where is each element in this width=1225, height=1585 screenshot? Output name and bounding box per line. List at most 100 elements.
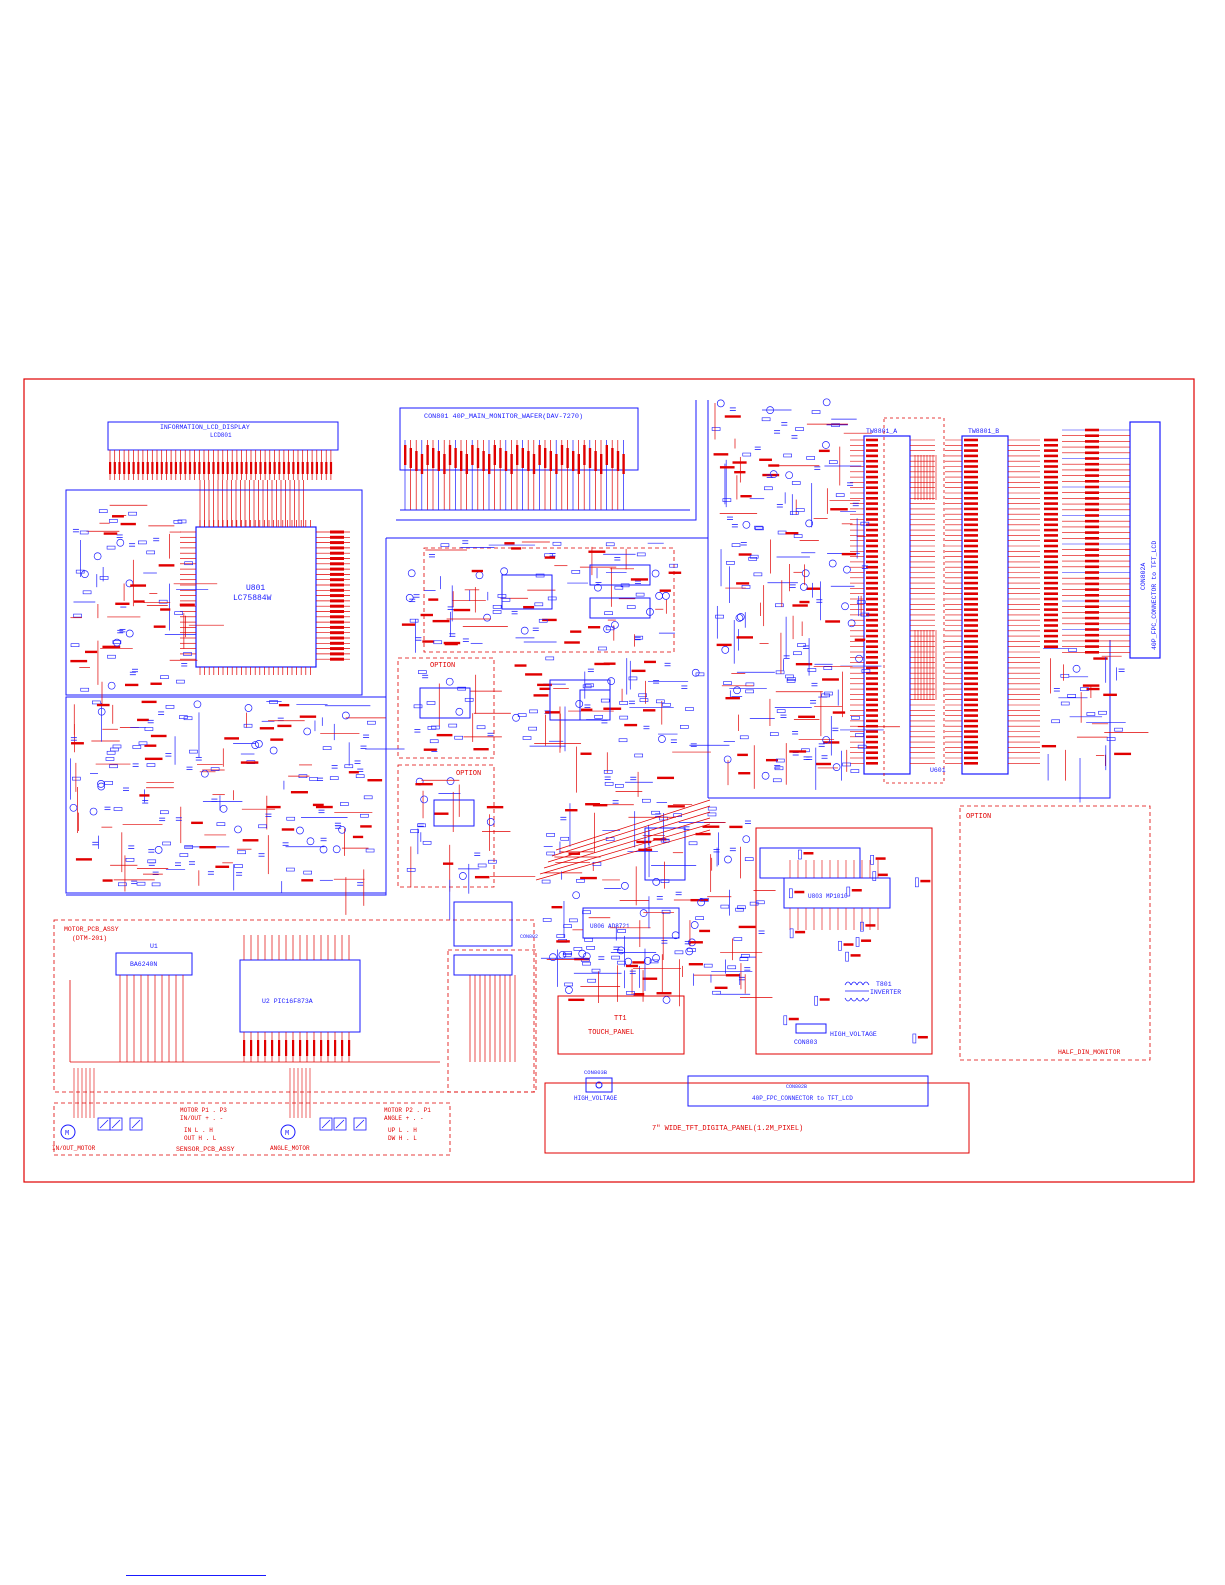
- ref-designator: [556, 940, 570, 943]
- tw-a-pin-label: [866, 512, 878, 516]
- resistor: [649, 959, 659, 964]
- resistor-array: [1044, 465, 1058, 468]
- u801-pin-label: [330, 535, 344, 539]
- resistor: [210, 767, 220, 771]
- resistor-array: [1044, 454, 1058, 458]
- con802a-pin-label: [1085, 565, 1099, 569]
- con802a-pin-label: [1085, 548, 1099, 551]
- tw-a-pin-label: [866, 661, 878, 664]
- con801-pin-label: [611, 448, 614, 468]
- resistor: [409, 618, 419, 623]
- inverter-component: [783, 1015, 788, 1026]
- con801-pin-label: [616, 451, 620, 471]
- resistor: [448, 723, 458, 728]
- transistor: [572, 891, 580, 900]
- tw-a-pin-label: [866, 677, 878, 680]
- u801-pin-label: [330, 610, 344, 613]
- ref-designator: [729, 825, 743, 829]
- u801-pin-label: [330, 615, 344, 619]
- u2-pin-label: [299, 1040, 302, 1056]
- tw-b-pin-label: [964, 560, 978, 564]
- con802a-subtitle: 40P_FPC_CONNECTOR to TFT_LCD: [1151, 541, 1158, 650]
- resistor: [707, 806, 717, 811]
- con802a-pin-label: [1085, 525, 1099, 529]
- ref-designator: [1114, 752, 1132, 756]
- tw-a-pin-label: [866, 459, 878, 463]
- up-row: UP L . H: [388, 1127, 417, 1134]
- ref-designator: [473, 748, 489, 751]
- transistor: [621, 882, 629, 890]
- resistor: [144, 727, 154, 731]
- transistor: [407, 569, 416, 578]
- transistor: [565, 986, 573, 994]
- tw-b-pin-label: [964, 730, 978, 733]
- con802a-pin-label: [1085, 491, 1099, 494]
- con801-pin-label: [577, 454, 580, 474]
- tw-b-pin-label: [964, 507, 978, 511]
- resistor: [594, 715, 603, 719]
- transistor: [651, 569, 660, 578]
- transistor: [723, 755, 732, 764]
- ref-designator: [1082, 684, 1100, 687]
- transistor: [500, 567, 508, 576]
- ic-chip: [759, 847, 861, 879]
- transistor: [116, 538, 125, 547]
- tw-b-pin-label: [964, 587, 978, 590]
- lcd-pin-label: [315, 462, 318, 474]
- ref-designator: [653, 838, 667, 841]
- tw-b-pin-label: [964, 481, 978, 484]
- tw-b-pin-label: [964, 687, 978, 691]
- ref-designator: [144, 744, 157, 747]
- resistor: [774, 766, 784, 771]
- ref-designator: [830, 508, 848, 511]
- ref-designator: [158, 564, 175, 567]
- transformer-coil: [856, 981, 864, 986]
- resistor: [106, 750, 116, 755]
- resistor: [669, 563, 678, 568]
- lcd-pin-label: [259, 462, 262, 474]
- resistor: [303, 870, 313, 875]
- resistor: [703, 963, 713, 968]
- con801-pin-label: [583, 445, 586, 465]
- resistor: [426, 701, 436, 705]
- resistor: [619, 715, 629, 720]
- u801-chip: U801 LC75884W: [180, 520, 350, 675]
- tw-a-pin-label: [866, 587, 878, 590]
- con801-pin-label: [532, 454, 536, 474]
- con801-pin-label: [465, 454, 468, 474]
- resistor: [104, 781, 113, 785]
- transistor: [319, 845, 328, 854]
- ref-designator: [423, 748, 437, 751]
- resistor: [835, 493, 845, 497]
- resistor-array: [1044, 645, 1058, 648]
- inverter-component: [845, 951, 849, 962]
- tw-a-pin-label: [866, 730, 878, 733]
- transistor: [296, 826, 304, 835]
- u801-pin-label: [330, 631, 344, 635]
- con802a-pin-label: [1085, 462, 1099, 466]
- u801-ref: U801: [246, 584, 265, 593]
- lcd-pin-label: [292, 462, 295, 474]
- ref-designator: [759, 458, 772, 461]
- resistor: [722, 498, 732, 502]
- u2-pin-label: [264, 1040, 267, 1056]
- ref-designator: [642, 709, 656, 712]
- u801-pin-label: [330, 567, 344, 571]
- transistor: [1072, 664, 1081, 673]
- resistor: [179, 853, 189, 857]
- ref-designator: [242, 839, 259, 842]
- resistor-array: [1044, 534, 1058, 537]
- transistor: [332, 845, 341, 854]
- inverter-ref: [843, 943, 854, 946]
- con801-pin-label: [488, 454, 491, 474]
- con802a-pin-label: [1085, 434, 1099, 437]
- inverter-ref: [865, 924, 876, 927]
- lcd-pin-label: [250, 462, 253, 474]
- inout-motor-label: IN/OUT_MOTOR: [52, 1145, 96, 1152]
- transistor: [520, 626, 529, 635]
- transistor: [611, 621, 619, 629]
- ref-designator: [631, 669, 646, 673]
- resistor: [1106, 737, 1116, 741]
- resistor: [146, 763, 156, 767]
- tw-a-pin-label: [866, 470, 878, 474]
